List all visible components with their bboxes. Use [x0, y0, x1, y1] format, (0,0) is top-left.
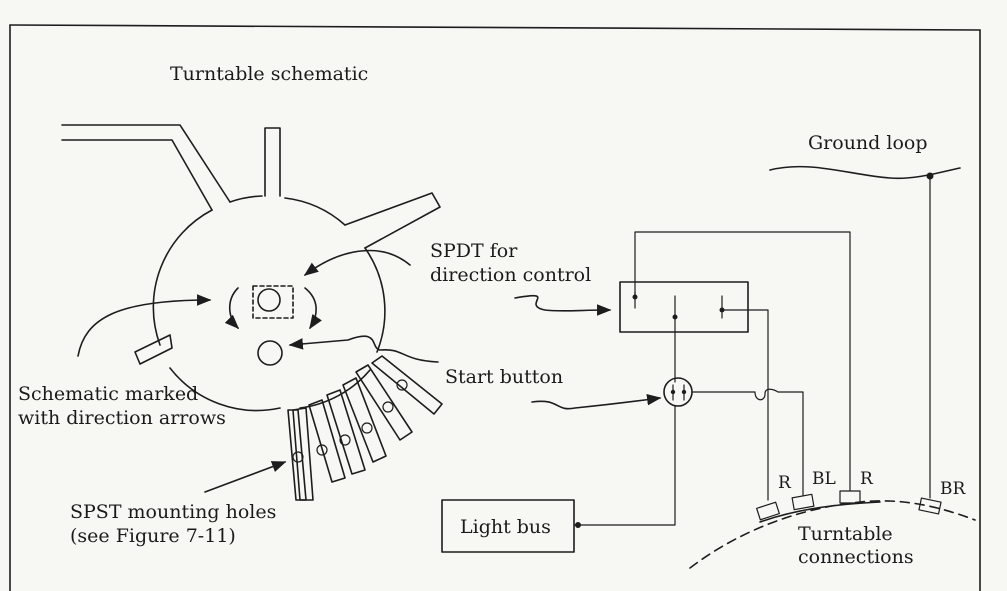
spdt-position-box: [252, 285, 294, 319]
ground-loop-label: Ground loop: [808, 132, 928, 154]
light-bus-label: Light bus: [460, 516, 551, 538]
track-stub-left: [134, 334, 173, 365]
direction-arrow-left: [224, 287, 240, 330]
wire-label-bl: BL: [812, 469, 836, 489]
ground-loop-wire: [769, 165, 961, 180]
spst-hole: [382, 401, 394, 413]
wire-start-button-out: [691, 388, 804, 497]
spdt-label-line1: SPDT for: [430, 240, 518, 262]
wire-spdt-left: [634, 231, 851, 491]
start-button-label: Start button: [445, 366, 563, 388]
schematic-note-line1: Schematic marked: [18, 383, 198, 405]
leader-spdt-box: [514, 294, 612, 316]
turntable-outline: [152, 195, 386, 412]
light-bus-box: [441, 499, 575, 553]
leader-spst: [204, 461, 287, 493]
wire-label-r2: R: [860, 469, 874, 489]
leader-start-symbol: [531, 394, 662, 410]
turntable-connections-line1: Turntable: [798, 523, 893, 545]
wire-spdt-right: [721, 309, 769, 501]
start-button-symbol: [663, 377, 693, 407]
track-stub-upper-left: [61, 124, 231, 211]
leader-spdt: [303, 249, 411, 276]
spst-hole: [316, 444, 328, 456]
direction-arrow-right: [304, 287, 322, 330]
connector-tab-r2: [839, 490, 861, 504]
turntable-schematic: [61, 124, 443, 501]
wire-label-r1: R: [778, 473, 792, 493]
spst-label-line2: (see Figure 7-11): [70, 525, 236, 547]
track-stub-top: [264, 127, 281, 197]
connector-tab-bl: [791, 493, 815, 511]
wire-light-bus: [574, 405, 676, 526]
track-stub-right: [344, 192, 441, 249]
connector-tab-br: [918, 497, 942, 515]
spst-hole: [361, 422, 373, 434]
leader-start-button: [288, 335, 439, 363]
wire-label-br: BR: [940, 479, 966, 499]
spdt-position-circle: [257, 288, 281, 312]
schematic-title: Turntable schematic: [170, 63, 368, 85]
spst-hole: [292, 451, 304, 463]
spst-label-line1: SPST mounting holes: [70, 501, 276, 523]
spst-hole: [396, 379, 408, 391]
schematic-note-line2: with direction arrows: [18, 407, 226, 429]
start-button-position: [257, 340, 283, 366]
spdt-label-line2: direction control: [430, 264, 591, 286]
spdt-switch-box: [619, 281, 749, 333]
spst-mounting-strips: [287, 355, 443, 501]
page-frame: [9, 24, 981, 591]
leader-direction-arrows: [77, 294, 212, 357]
turntable-edge: [689, 500, 976, 569]
turntable-connections-line2: connections: [798, 546, 914, 568]
wiring-diagram: [441, 165, 976, 569]
spst-hole: [339, 434, 351, 446]
connector-tab-r1: [756, 501, 780, 521]
